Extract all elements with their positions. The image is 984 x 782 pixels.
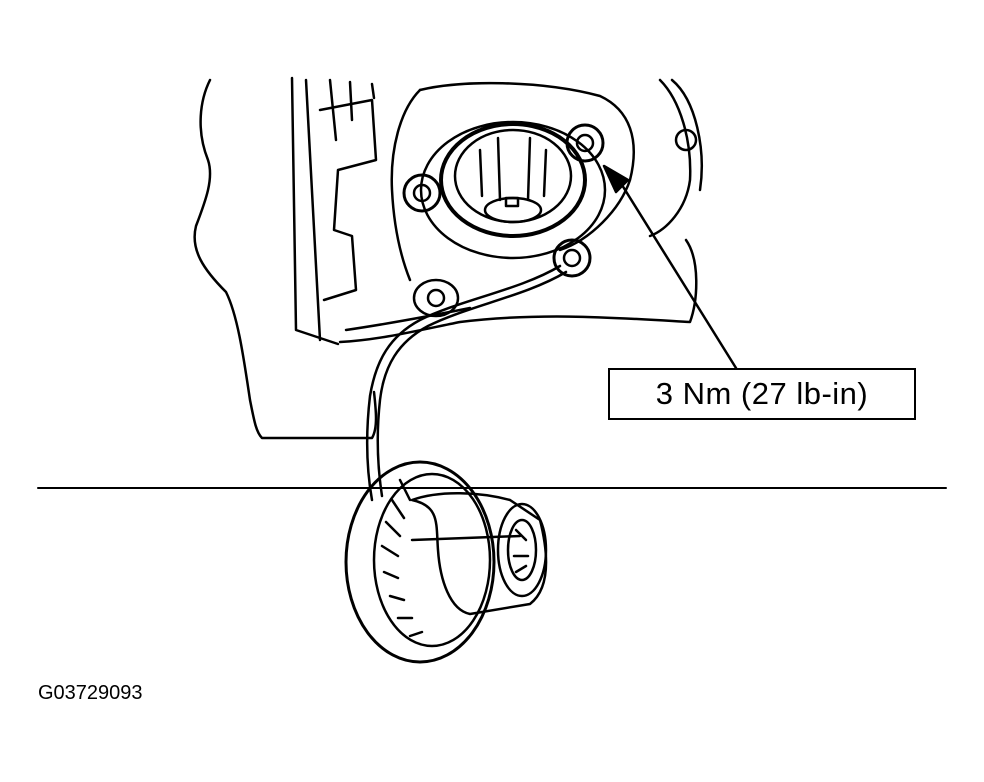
- mounting-bolt-left: [402, 173, 442, 213]
- callout-arrowhead: [602, 164, 630, 194]
- pocket-floor-2: [344, 306, 472, 332]
- torque-spec-label: 3 Nm (27 lb-in): [655, 376, 869, 411]
- filler-neck-opening: [483, 196, 543, 224]
- body-bolt-right: [674, 128, 698, 152]
- body-panel-inner-edge-2: [304, 78, 322, 342]
- tether-strap: [365, 264, 562, 502]
- torque-spec-callout: 3 Nm (27 lb-in): [608, 368, 916, 420]
- pocket-floor: [338, 238, 698, 344]
- pocket-right-wall-2: [670, 78, 703, 192]
- body-bolt-lower: [426, 288, 446, 308]
- body-panel-strip-2: [328, 78, 376, 142]
- mounting-bolt-bottom: [552, 238, 592, 278]
- pocket-boss: [412, 278, 460, 318]
- tether-strap-2: [376, 270, 568, 498]
- filler-pocket-outline: [418, 81, 635, 252]
- filler-pocket-left: [390, 88, 422, 282]
- figure-id-label: G03729093: [38, 682, 143, 704]
- filler-neck-inner-ring: [453, 128, 573, 224]
- body-panel-outline: [193, 78, 378, 440]
- fuel-cap: [344, 460, 548, 664]
- body-panel-inner-edge: [290, 76, 340, 346]
- body-panel-strip: [318, 98, 378, 302]
- callout-leader: [620, 183, 738, 370]
- pocket-right-wall: [648, 78, 692, 238]
- mounting-bolt-top-right: [565, 123, 605, 163]
- filler-neck-outer-ring: [439, 122, 587, 238]
- filler-neck-throat: [478, 136, 548, 202]
- filler-neck-tab: [504, 196, 520, 208]
